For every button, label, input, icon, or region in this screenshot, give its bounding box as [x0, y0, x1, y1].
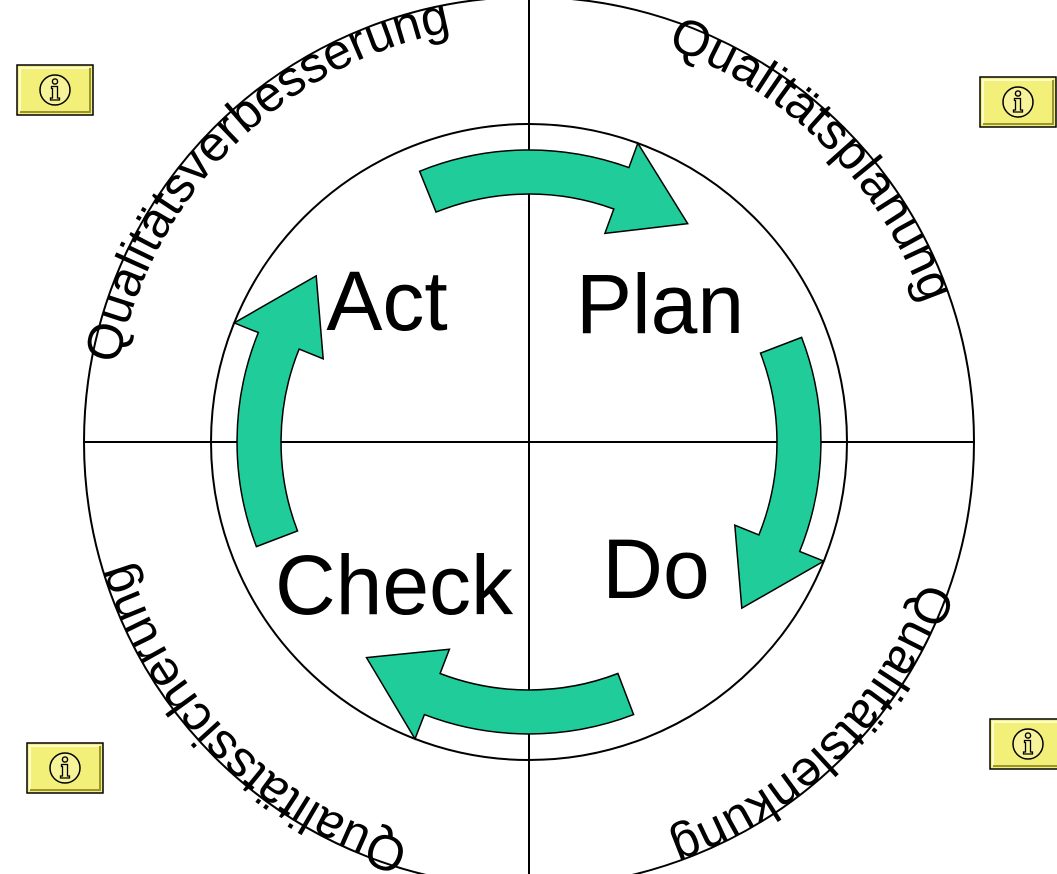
info-icon — [989, 718, 1057, 770]
info-icon — [16, 64, 94, 116]
ring-label-control: Qualitätslenkung — [664, 577, 965, 874]
stage-label-do: Do — [602, 522, 709, 616]
cycle-arrow-check-to-act — [232, 274, 325, 548]
info-button-top-left[interactable] — [16, 64, 94, 116]
info-icon — [26, 742, 104, 794]
stage-label-act: Act — [326, 254, 447, 348]
cycle-arrow-do-to-check — [365, 648, 635, 741]
cycle-arrow-act-to-plan — [418, 141, 689, 235]
info-icon — [979, 76, 1057, 128]
stage-label-check: Check — [275, 538, 514, 632]
info-button-bottom-left[interactable] — [26, 742, 104, 794]
stage-label-plan: Plan — [576, 257, 744, 351]
info-button-top-right[interactable] — [979, 76, 1057, 128]
cycle-arrow-plan-to-do — [733, 336, 826, 610]
info-button-bottom-right[interactable] — [989, 718, 1057, 770]
